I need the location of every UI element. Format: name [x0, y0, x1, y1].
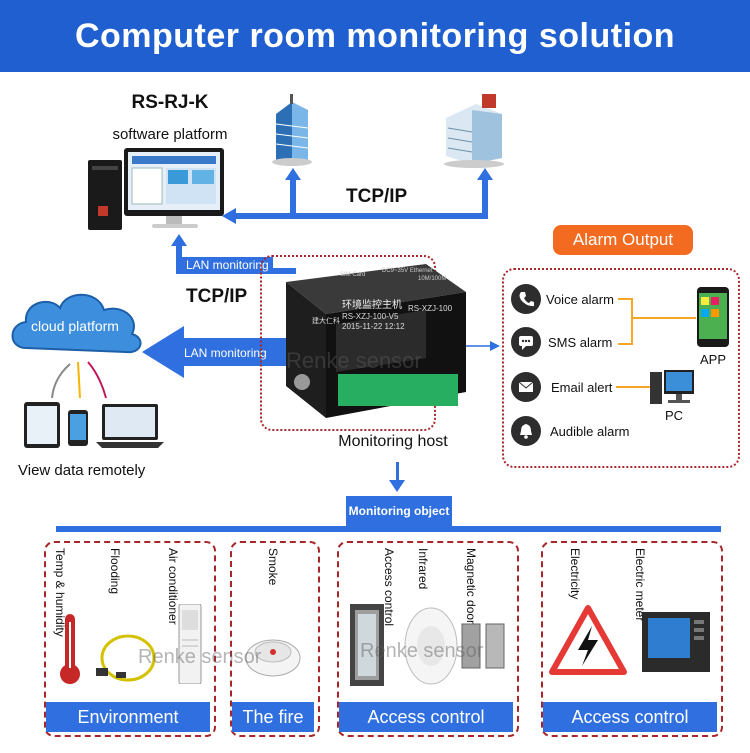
- office-building-icon: [444, 94, 504, 168]
- electric-meter-label: Electric meter: [633, 548, 647, 622]
- host-model-label: RS-XZJ-100: [408, 304, 453, 313]
- host-sim-label: SIM Card: [340, 272, 366, 278]
- air-conditioner-label: Air conditioner: [166, 548, 180, 625]
- category-environment-box: [44, 541, 216, 737]
- high-voltage-warning-icon: [549, 605, 627, 675]
- category-electricity-box: [541, 541, 723, 737]
- email-alert-label: Email alert: [551, 380, 613, 395]
- smoke-label: Smoke: [266, 548, 280, 586]
- infrared-sensor-icon: [404, 607, 458, 685]
- host-screen-title: 环境监控主机: [342, 300, 402, 311]
- smoke-detector-icon: [245, 639, 301, 677]
- software-name: RS-RJ-K: [131, 92, 209, 113]
- tcp-ip-top-label: TCP/IP: [346, 186, 408, 207]
- software-subtitle: software platform: [112, 126, 228, 143]
- monitoring-host-label: Monitoring host: [338, 433, 448, 450]
- category-electricity-label: Access control: [543, 702, 717, 732]
- view-data-remotely-label: View data remotely: [18, 462, 146, 479]
- temp-humidity-label: Temp & humidity: [53, 548, 67, 637]
- tcp-ip-mid-label: TCP/IP: [186, 286, 248, 307]
- flooding-label: Flooding: [108, 548, 122, 595]
- water-sensor-icon: [96, 634, 156, 682]
- alarm-output-title: Alarm Output: [553, 225, 693, 255]
- thermometer-icon: [60, 614, 80, 684]
- electricity-label: Electricity: [568, 548, 582, 600]
- monitoring-object-label: Monitoring object: [346, 496, 452, 526]
- devices-icon: [24, 402, 164, 448]
- access-control-item-label: Access control: [382, 548, 396, 627]
- lan-monitoring-left-label: LAN monitoring: [184, 346, 267, 360]
- building-icon: [272, 94, 312, 166]
- audible-alarm-label: Audible alarm: [550, 424, 630, 439]
- pc-label: PC: [665, 408, 684, 423]
- category-access-control-label: Access control: [339, 702, 513, 732]
- pc-icon: [650, 370, 694, 404]
- cloud-connection-lines: [51, 361, 107, 399]
- watermark-bottom-left: Renke sensor: [138, 646, 262, 668]
- watermark-bottom-right: Renke sensor: [360, 640, 484, 662]
- host-watermark: Renke sensor: [286, 348, 422, 373]
- page-title: Computer room monitoring solution: [0, 0, 750, 72]
- alarm-output-frame: [502, 268, 740, 468]
- air-conditioner-icon: [178, 604, 202, 684]
- host-port-label: DC9~35V Ethernet: [382, 268, 433, 274]
- magnetic-door-sensor-icon: [461, 623, 505, 669]
- smartphone-icon: [697, 287, 729, 347]
- cloud-platform-label: cloud platform: [31, 318, 119, 334]
- category-environment-label: Environment: [46, 702, 210, 732]
- desktop-computer-icon: [88, 148, 224, 230]
- magnetic-door-label: Magnetic door: [464, 548, 478, 625]
- host-screen-line1: RS-XZJ-100-V5: [342, 312, 399, 321]
- cloud-icon: [11, 293, 142, 354]
- host-screen-line2: 2015-11-22 12:12: [342, 322, 405, 331]
- bell-icon: [511, 416, 541, 446]
- lan-monitoring-top-label: LAN monitoring: [182, 257, 273, 273]
- app-label: APP: [700, 352, 727, 367]
- infrared-label: Infrared: [416, 548, 430, 590]
- sms-alarm-label: SMS alarm: [548, 335, 613, 350]
- voice-alarm-label: Voice alarm: [546, 292, 614, 307]
- monitoring-host-device: [286, 264, 466, 418]
- email-icon: [511, 372, 541, 402]
- host-port-sub-label: 10M/100M: [418, 276, 447, 282]
- phone-icon: [511, 284, 541, 314]
- door-icon: [350, 604, 384, 686]
- electric-meter-icon: [642, 612, 710, 672]
- sms-icon: [511, 327, 541, 357]
- host-brand-label: 建大仁科: [312, 318, 340, 325]
- category-fire-box: [230, 541, 320, 737]
- category-fire-label: The fire: [232, 702, 314, 732]
- category-access-control-box: [337, 541, 519, 737]
